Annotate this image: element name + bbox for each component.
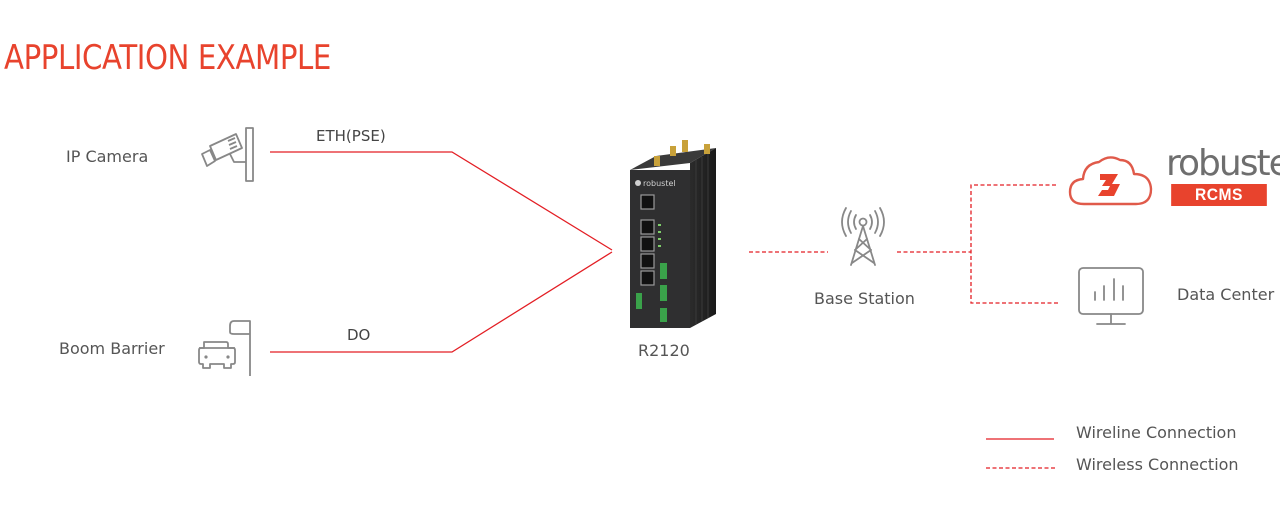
rcms-mark-icon: [1098, 174, 1120, 196]
wireline-barrier: [270, 251, 613, 353]
monitor-chart-icon: [1078, 267, 1144, 325]
cctv-camera-icon: [201, 127, 254, 182]
base-station-label: Base Station: [814, 289, 915, 308]
wireless-basestation-branch: [897, 184, 1060, 304]
page-title: APPLICATION EXAMPLE: [4, 38, 331, 78]
legend-wireless-label: Wireless Connection: [1076, 455, 1239, 474]
ip-camera-connection-label: ETH(PSE): [316, 127, 386, 145]
legend-lines: [986, 438, 1056, 469]
ip-camera-label: IP Camera: [66, 147, 149, 166]
legend-wireline-label: Wireline Connection: [1076, 423, 1237, 442]
boom-barrier-label: Boom Barrier: [59, 339, 165, 358]
cloud-icon: [1068, 156, 1153, 206]
wireline-camera: [270, 151, 613, 251]
router-brand-text: robustel: [643, 179, 676, 188]
data-center-label: Data Center: [1177, 285, 1275, 304]
rcms-cloud-badge: RCMS CLOUD: [1171, 184, 1267, 226]
router-label: R2120: [638, 341, 690, 360]
cell-tower-icon: [841, 207, 885, 266]
boom-barrier-connection-label: DO: [347, 326, 371, 344]
boom-barrier-icon: [198, 320, 251, 376]
robustel-logo: robustel: [1166, 143, 1280, 184]
industrial-router-image: robustel: [630, 140, 716, 328]
